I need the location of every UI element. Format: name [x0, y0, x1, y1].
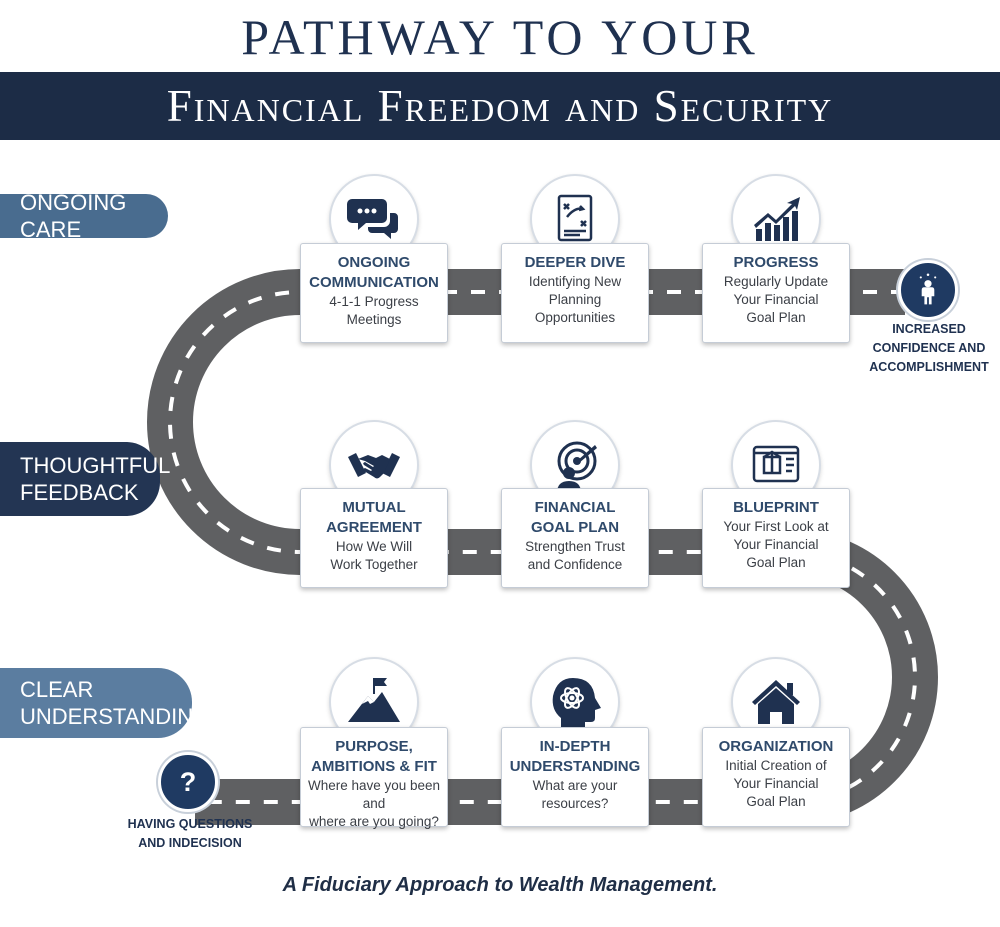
- step-financial-goal-plan: FINANCIAL GOAL PLAN Strengthen Trust and…: [501, 488, 649, 588]
- step-progress: PROGRESS Regularly Update Your Financial…: [702, 243, 850, 343]
- footer-tagline: A Fiduciary Approach to Wealth Managemen…: [282, 874, 718, 896]
- question-mark-icon: ?: [158, 752, 218, 812]
- step-blueprint: BLUEPRINT Your First Look at Your Financ…: [702, 488, 850, 588]
- achiever-person-icon: [898, 260, 958, 320]
- stage-ongoing-care: ONGOING CARE: [0, 190, 168, 242]
- finish-label: INCREASED CONFIDENCE AND ACCOMPLISHMENT: [869, 322, 989, 374]
- start-label: HAVING QUESTIONS AND INDECISION: [127, 817, 253, 850]
- step-in-depth-understanding: IN-DEPTH UNDERSTANDING What are your res…: [501, 727, 649, 827]
- step-text: Regularly Update Your Financial Goal Pla…: [723, 274, 829, 325]
- step-title: ONGOING COMMUNICATION: [309, 254, 439, 291]
- step-text: What are your resources?: [532, 778, 618, 811]
- step-title: PURPOSE, AMBITIONS & FIT: [311, 738, 437, 775]
- step-text: Your First Look at Your Financial Goal P…: [723, 519, 829, 570]
- step-title: PROGRESS: [733, 254, 819, 271]
- step-title: ORGANIZATION: [718, 738, 834, 755]
- svg-text:?: ?: [180, 767, 197, 797]
- step-purpose-ambitions-fit: PURPOSE, AMBITIONS & FIT Where have you …: [300, 727, 448, 829]
- step-text: Initial Creation of Your Financial Goal …: [725, 758, 827, 809]
- step-organization: ORGANIZATION Initial Creation of Your Fi…: [702, 727, 850, 827]
- title-banner: Financial Freedom and Security: [0, 72, 1000, 140]
- stage-ongoing-care-label: ONGOING CARE: [20, 190, 127, 242]
- stage-clear-understanding-label: CLEAR UNDERSTANDING: [20, 677, 211, 729]
- step-title: BLUEPRINT: [733, 499, 819, 516]
- stage-thoughtful-feedback-label: THOUGHTFUL FEEDBACK: [20, 453, 171, 505]
- step-text: How We Will Work Together: [330, 539, 418, 572]
- step-title: DEEPER DIVE: [524, 254, 626, 271]
- stage-thoughtful-feedback: THOUGHTFUL FEEDBACK: [0, 442, 170, 516]
- step-title: FINANCIAL GOAL PLAN: [530, 499, 620, 536]
- title-line-1: PATHWAY TO YOUR: [241, 9, 759, 65]
- step-title: IN-DEPTH UNDERSTANDING: [509, 738, 641, 775]
- step-text: Strengthen Trust and Confidence: [525, 539, 625, 572]
- step-title: MUTUAL AGREEMENT: [326, 499, 422, 536]
- step-deeper-dive: DEEPER DIVE Identifying New Planning Opp…: [501, 243, 649, 343]
- step-text: Where have you been and where are you go…: [307, 778, 441, 829]
- step-text: Identifying New Planning Opportunities: [528, 274, 622, 325]
- step-ongoing-communication: ONGOING COMMUNICATION 4-1-1 Progress Mee…: [300, 243, 448, 343]
- step-mutual-agreement: MUTUAL AGREEMENT How We Will Work Togeth…: [300, 488, 448, 588]
- stage-clear-understanding: CLEAR UNDERSTANDING: [0, 668, 210, 738]
- step-text: 4-1-1 Progress Meetings: [329, 294, 419, 327]
